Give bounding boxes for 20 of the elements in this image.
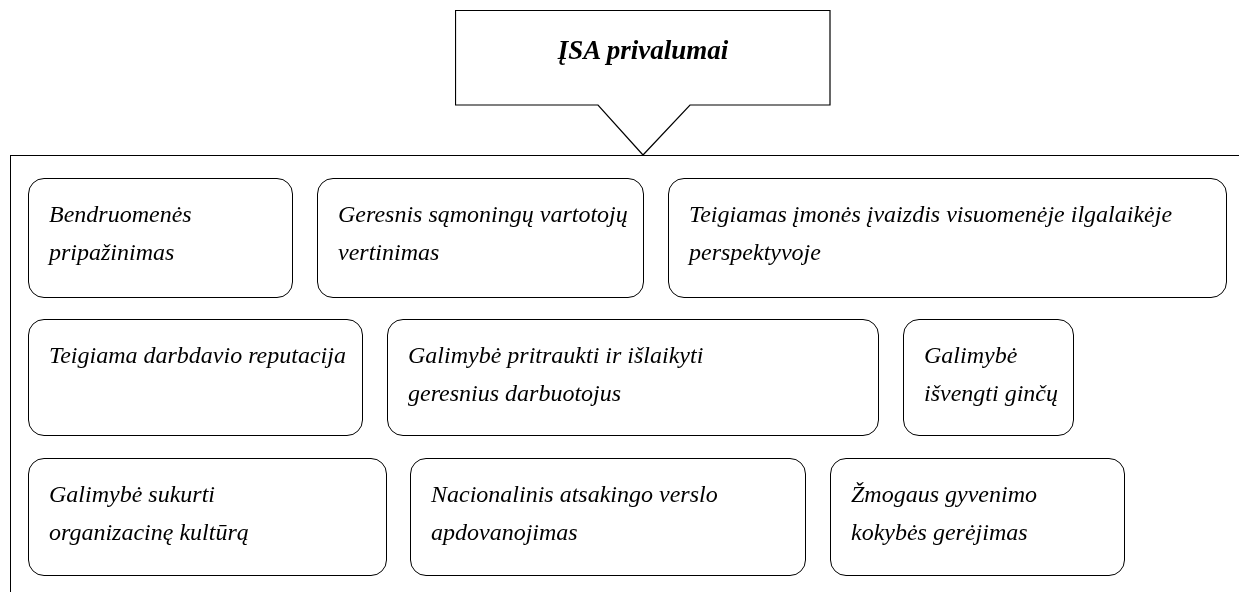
box-text: Galimybė sukurti organizacinę kultūrą [49,480,250,547]
rounded-box [387,319,879,436]
rounded-box [830,458,1125,576]
box-text: Bendruomenės pripažinimas [49,200,193,267]
box-text: Galimybė išvengti ginčų [924,341,1059,408]
rounded-box [410,458,806,576]
rounded-box [903,319,1074,436]
rounded-box [668,178,1227,298]
rounded-box [28,458,387,576]
box-text: Teigiamas įmonės įvaizdis visuomenėje ilgalaikėje perspektyvoje [689,200,1174,267]
callout-title: ĮSA privalumai [557,35,729,65]
rounded-box [28,178,293,298]
box-text: Teigiama darbdavio reputacija [49,341,347,370]
box-text: Žmogaus gyvenimo kokybės gerėjimas [851,480,1038,547]
box-text: Nacionalinis atsakingo verslo apdovanojimas [431,480,719,547]
rounded-box [317,178,644,298]
container-frame [10,155,1239,592]
box-text: Galimybė pritraukti ir išlaikyti geresnius darbuotojus [408,341,705,408]
rounded-box [28,319,363,436]
box-text: Geresnis sąmoningų vartotojų vertinimas [338,200,628,267]
